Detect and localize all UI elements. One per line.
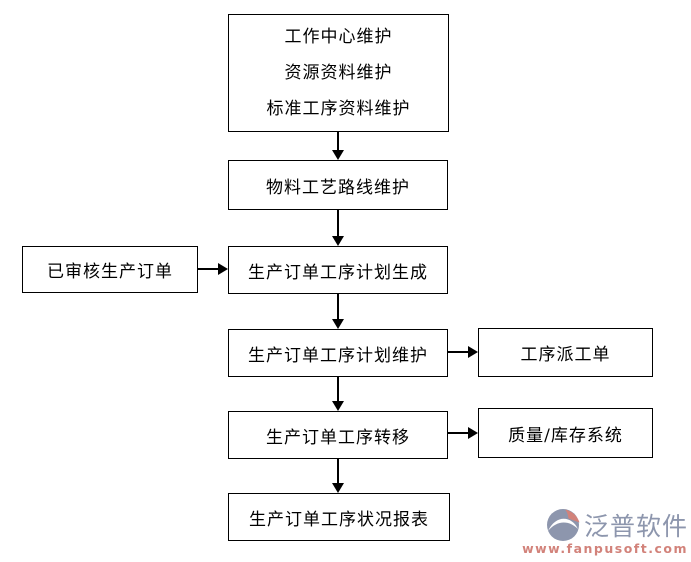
- node-material-routing: 物料工艺路线维护: [228, 160, 448, 210]
- node-operation-plan-maintenance-label: 生产订单工序计划维护: [248, 345, 428, 366]
- node-material-routing-label: 物料工艺路线维护: [266, 177, 410, 198]
- node-approved-production-order: 已审核生产订单: [22, 246, 198, 293]
- node-master-data-line1: 工作中心维护: [284, 27, 393, 47]
- arrow-maintenance-to-transfer-icon: [332, 377, 344, 411]
- node-quality-inventory-system-label: 质量/库存系统: [508, 425, 623, 446]
- node-operation-status-report: 生产订单工序状况报表: [228, 493, 450, 541]
- node-master-data-line3: 标准工序资料维护: [266, 99, 411, 119]
- arrow-approved-to-generation-icon: [198, 263, 228, 275]
- brand-url: www.fanpusoft.com: [522, 541, 688, 556]
- node-quality-inventory-system: 质量/库存系统: [478, 408, 653, 458]
- node-master-data-line2: 资源资料维护: [284, 63, 393, 83]
- brand-watermark: 泛普软件 www.fanpusoft.com: [522, 507, 688, 556]
- arrow-generation-to-maintenance-icon: [332, 294, 344, 329]
- arrow-maintenance-to-dispatch-icon: [448, 346, 478, 358]
- node-operation-transfer-label: 生产订单工序转移: [266, 427, 410, 448]
- node-approved-production-order-label: 已审核生产订单: [47, 262, 173, 282]
- node-operation-plan-generation: 生产订单工序计划生成: [228, 246, 448, 294]
- arrow-routing-to-generation-icon: [332, 210, 344, 246]
- arrow-master-to-routing-icon: [332, 132, 344, 160]
- arrow-transfer-to-report-icon: [332, 459, 344, 493]
- brand-name: 泛普软件: [583, 512, 688, 541]
- node-operation-plan-generation-label: 生产订单工序计划生成: [248, 262, 428, 283]
- node-master-data: 工作中心维护 资源资料维护 标准工序资料维护: [228, 14, 449, 132]
- node-operation-plan-maintenance: 生产订单工序计划维护: [228, 329, 448, 377]
- node-operation-transfer: 生产订单工序转移: [228, 411, 448, 459]
- node-operation-status-report-label: 生产订单工序状况报表: [249, 509, 429, 530]
- node-operation-dispatch-order: 工序派工单: [478, 328, 653, 377]
- node-operation-dispatch-order-label: 工序派工单: [520, 345, 611, 365]
- fanpu-logo-icon: [546, 509, 580, 541]
- arrow-transfer-to-quality-icon: [448, 427, 478, 439]
